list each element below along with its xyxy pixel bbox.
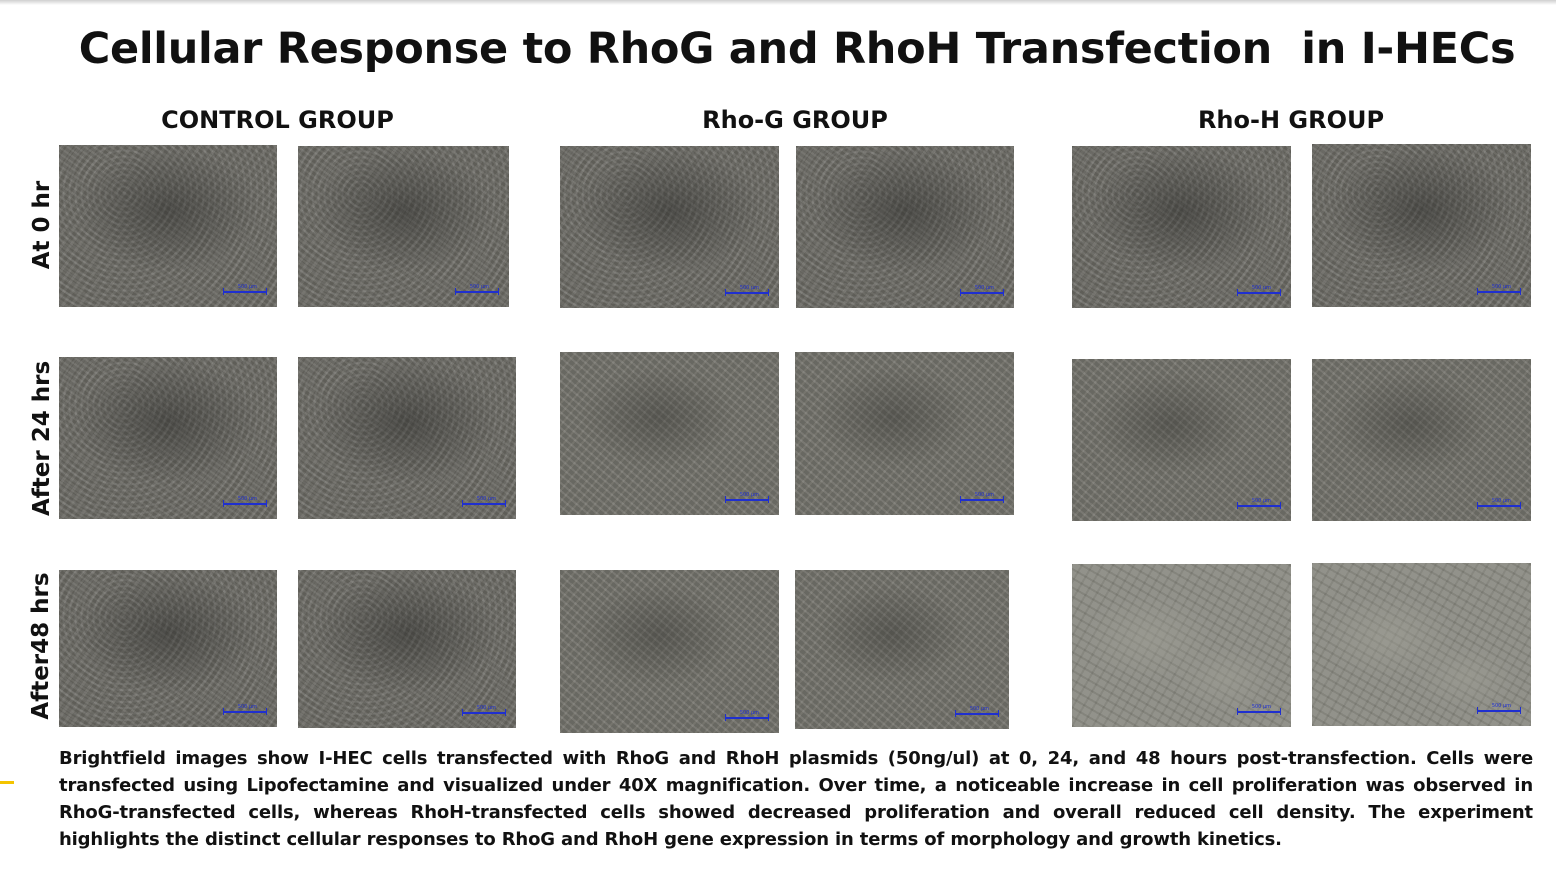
scale-bar bbox=[960, 289, 1004, 296]
scale-bar-label: 500 µm bbox=[739, 492, 759, 498]
micrograph-control-0hr-1: 500 µm bbox=[59, 145, 277, 307]
group-header-rho-g: Rho-G GROUP bbox=[702, 106, 888, 134]
scale-bar-label: 500 µm bbox=[1491, 498, 1511, 504]
scale-bar-label: 500 µm bbox=[237, 284, 257, 290]
scale-bar-label: 500 µm bbox=[476, 705, 496, 711]
scale-bar bbox=[1237, 289, 1281, 296]
micrograph-control-24hrs-2: 500 µm bbox=[298, 357, 516, 519]
scale-bar-label: 500 µm bbox=[974, 492, 994, 498]
scale-bar bbox=[462, 500, 506, 507]
micrograph-rhog-24hrs-2: 500 µm bbox=[795, 352, 1014, 515]
micrograph-rhoh-24hrs-1: 500 µm bbox=[1072, 359, 1291, 521]
scale-bar bbox=[725, 496, 769, 503]
top-edge-shadow bbox=[0, 0, 1556, 5]
group-header-control: CONTROL GROUP bbox=[161, 106, 394, 134]
scale-bar-label: 500 µm bbox=[974, 285, 994, 291]
scale-bar-label: 500 µm bbox=[739, 285, 759, 291]
scale-bar-label: 500 µm bbox=[969, 706, 989, 712]
row-label-48hrs: After48 hrs bbox=[28, 572, 54, 720]
scale-bar-label: 500 µm bbox=[469, 284, 489, 290]
scale-bar bbox=[1477, 288, 1521, 295]
scale-bar bbox=[223, 708, 267, 715]
row-label-24hrs: After 24 hrs bbox=[29, 360, 55, 516]
scale-bar-label: 500 µm bbox=[1491, 284, 1511, 290]
scale-bar bbox=[725, 289, 769, 296]
micrograph-rhog-0hr-2: 500 µm bbox=[796, 146, 1014, 308]
scale-bar bbox=[223, 288, 267, 295]
scale-bar-label: 500 µm bbox=[476, 496, 496, 502]
scale-bar bbox=[223, 500, 267, 507]
scale-bar bbox=[462, 709, 506, 716]
scale-bar-label: 500 µm bbox=[237, 704, 257, 710]
group-header-rho-h: Rho-H GROUP bbox=[1197, 106, 1385, 134]
micrograph-control-24hrs-1: 500 µm bbox=[59, 357, 277, 519]
scale-bar bbox=[1477, 502, 1521, 509]
scale-bar bbox=[455, 288, 499, 295]
micrograph-rhoh-48hrs-1: 500 µm bbox=[1072, 564, 1291, 727]
micrograph-rhog-48hrs-1: 500 µm bbox=[560, 570, 779, 733]
scale-bar bbox=[960, 496, 1004, 503]
micrograph-rhoh-0hr-2: 500 µm bbox=[1312, 144, 1531, 307]
row-label-0hr: At 0 hr bbox=[29, 180, 55, 270]
scale-bar-label: 500 µm bbox=[1251, 498, 1271, 504]
micrograph-rhog-48hrs-2: 500 µm bbox=[795, 570, 1009, 729]
figure-caption: Brightfield images show I-HEC cells tran… bbox=[59, 748, 1533, 850]
micrograph-control-0hr-2: 500 µm bbox=[298, 146, 509, 307]
scale-bar bbox=[955, 710, 999, 717]
micrograph-rhoh-24hrs-2: 500 µm bbox=[1312, 359, 1531, 521]
scale-bar-label: 500 µm bbox=[1251, 285, 1271, 291]
scale-bar-label: 500 µm bbox=[237, 496, 257, 502]
scale-bar-label: 500 µm bbox=[1491, 703, 1511, 709]
micrograph-rhoh-0hr-1: 500 µm bbox=[1072, 146, 1291, 308]
micrograph-control-48hrs-2: 500 µm bbox=[298, 570, 516, 728]
scale-bar bbox=[1237, 708, 1281, 715]
scale-bar-label: 500 µm bbox=[739, 710, 759, 716]
micrograph-rhog-0hr-1: 500 µm bbox=[560, 146, 779, 308]
micrograph-rhoh-48hrs-2: 500 µm bbox=[1312, 563, 1531, 726]
micrograph-control-48hrs-1: 500 µm bbox=[59, 570, 277, 727]
figure-title: Cellular Response to RhoG and RhoH Trans… bbox=[78, 24, 1516, 74]
scale-bar bbox=[1477, 707, 1521, 714]
micrograph-rhog-24hrs-1: 500 µm bbox=[560, 352, 779, 515]
scale-bar bbox=[725, 714, 769, 721]
accent-mark bbox=[0, 781, 14, 784]
scale-bar bbox=[1237, 502, 1281, 509]
scale-bar-label: 500 µm bbox=[1251, 704, 1271, 710]
